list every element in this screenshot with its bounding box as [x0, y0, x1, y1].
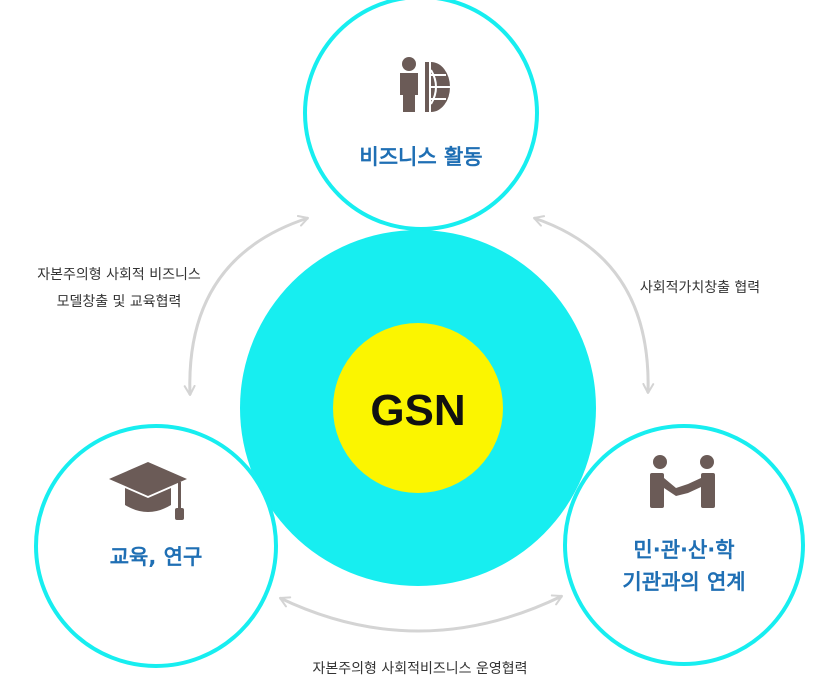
left-edge-label-line1: 자본주의형 사회적 비즈니스	[37, 267, 201, 283]
center-label: GSN	[370, 386, 465, 435]
business-node-circle	[303, 0, 539, 231]
right-edge-label: 사회적가치창출 협력	[640, 280, 760, 296]
graduation-cap-icon	[109, 462, 187, 520]
left-edge-label-line2: 모델창출 및 교육협력	[57, 294, 182, 310]
education-node-circle	[34, 424, 278, 668]
education-node-label: 교육, 연구	[110, 545, 203, 569]
handshake-icon	[650, 455, 715, 508]
bottom-double-arrow	[279, 594, 563, 633]
cooperation-node-label-line2: 기관과의 연계	[622, 570, 745, 594]
left-double-arrow	[183, 215, 309, 396]
cooperation-node-circle	[563, 424, 805, 666]
center-inner-circle	[333, 323, 503, 493]
bottom-edge-label: 자본주의형 사회적비즈니스 운영협력	[313, 661, 528, 677]
business-node-label: 비즈니스 활동	[359, 145, 482, 169]
right-double-arrow	[533, 215, 655, 394]
cooperation-node-label-line1: 민·관·산·학	[633, 538, 734, 562]
